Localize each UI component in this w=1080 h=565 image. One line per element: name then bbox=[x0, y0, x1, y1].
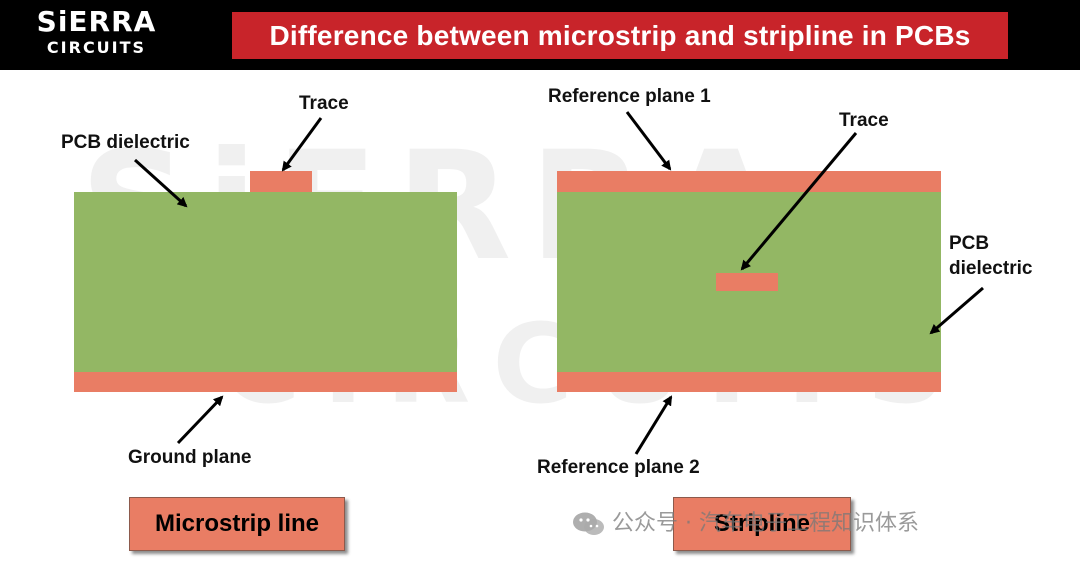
microstrip-dielectric bbox=[74, 192, 457, 372]
microstrip-ground-plane bbox=[74, 372, 457, 392]
logo-bottom-text: CIRCUITS bbox=[46, 38, 147, 57]
stripline-reference-plane-2 bbox=[557, 372, 941, 392]
label-microstrip-trace: Trace bbox=[299, 93, 349, 114]
label-reference-plane-2: Reference plane 2 bbox=[537, 457, 700, 478]
sierra-logo: SiERRA CIRCUITS bbox=[14, 6, 179, 64]
label-microstrip-dielectric: PCB dielectric bbox=[61, 132, 190, 153]
wechat-text: 公众号 · 汽车电子工程知识体系 bbox=[612, 511, 919, 536]
arrow-microstrip-dielectric bbox=[133, 158, 188, 208]
label-ground-plane: Ground plane bbox=[128, 447, 252, 468]
arrow-microstrip-trace bbox=[281, 117, 323, 172]
label-reference-plane-1: Reference plane 1 bbox=[548, 86, 711, 107]
microstrip-line-caption: Microstrip line bbox=[129, 497, 345, 551]
microstrip-trace bbox=[250, 171, 312, 192]
stripline-trace bbox=[716, 273, 778, 291]
label-stripline-dielectric-line1: PCB bbox=[949, 233, 990, 254]
arrow-stripline-trace bbox=[740, 132, 858, 271]
label-stripline-dielectric-line2: dielectric bbox=[949, 258, 1033, 279]
stripline-caption: Stripline bbox=[673, 497, 851, 551]
arrow-stripline-ref2 bbox=[634, 395, 673, 455]
stripline-reference-plane-1 bbox=[557, 171, 941, 192]
arrow-microstrip-ground bbox=[176, 395, 224, 445]
logo-top-text: SiERRA bbox=[36, 5, 157, 38]
wechat-icon bbox=[573, 512, 604, 535]
arrow-stripline-ref1 bbox=[625, 111, 672, 171]
label-stripline-trace: Trace bbox=[839, 110, 889, 131]
page-title: Difference between microstrip and stripl… bbox=[232, 12, 1008, 59]
arrow-stripline-dielectric bbox=[929, 286, 984, 335]
header-bar: SiERRA CIRCUITS Difference between micro… bbox=[0, 0, 1080, 70]
wechat-watermark: 公众号 · 汽车电子工程知识体系 bbox=[572, 505, 919, 537]
